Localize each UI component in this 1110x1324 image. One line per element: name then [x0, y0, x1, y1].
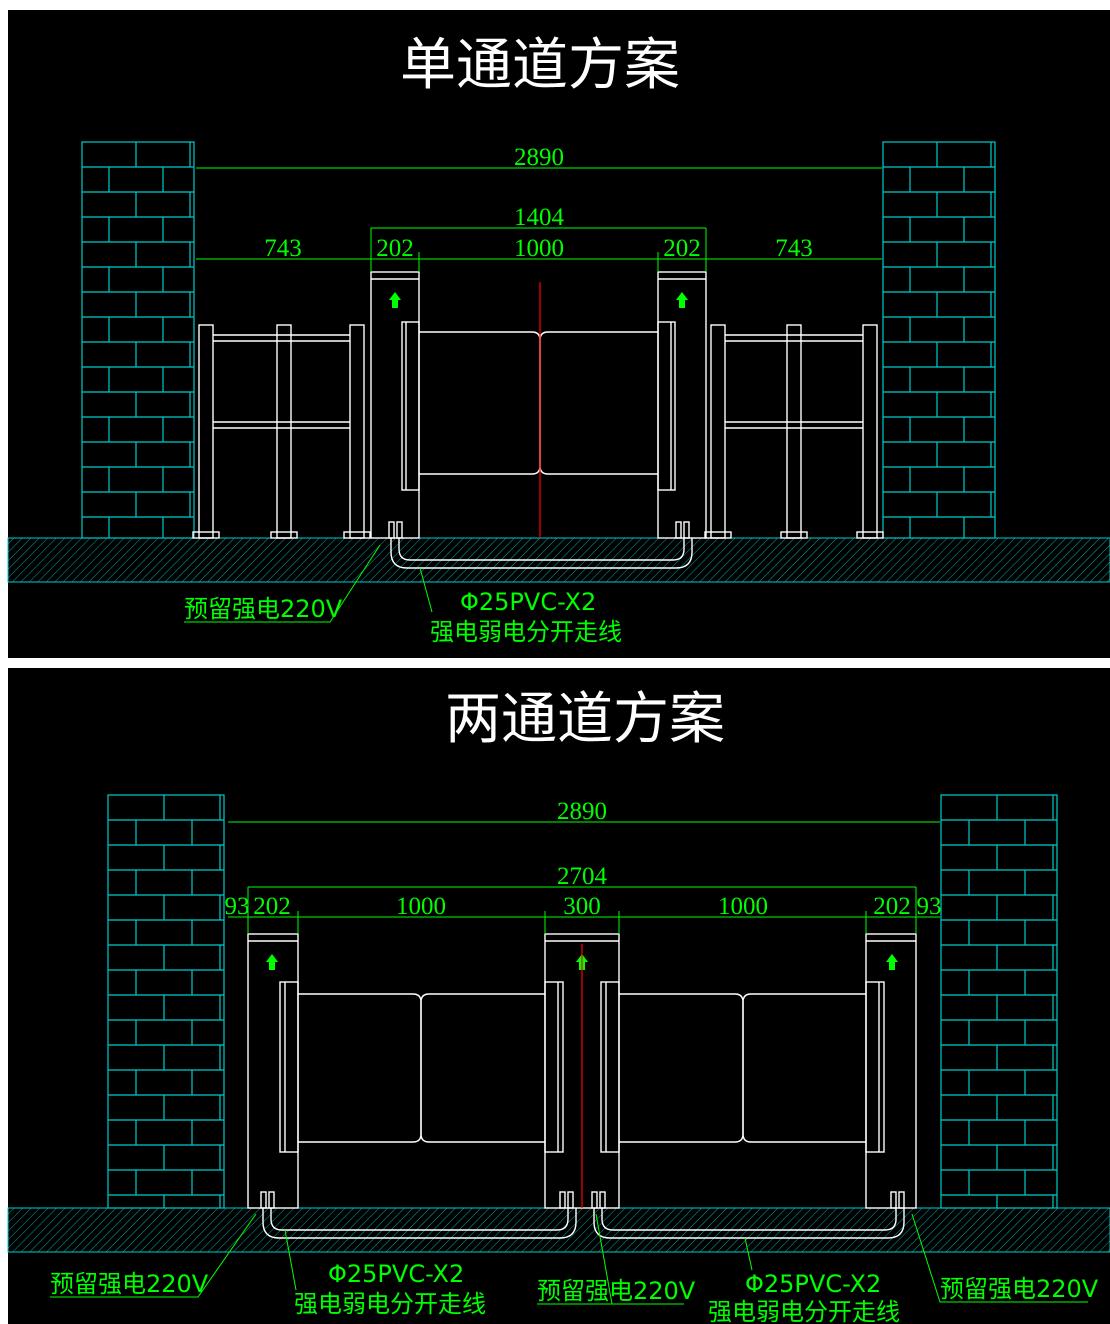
arrow-up-icon	[676, 292, 688, 308]
dim-left-post: 202	[253, 893, 291, 920]
brick-pillar-left	[81, 141, 195, 539]
conduit-pipe-left	[260, 1191, 577, 1239]
note-power-right: 预留强电220V	[940, 1275, 1099, 1303]
dimension-lines	[196, 167, 882, 272]
panel-2-title: 两通道方案	[445, 687, 725, 752]
note-power-mid: 预留强电220V	[537, 1277, 696, 1305]
brick-pillar-left	[107, 794, 225, 1209]
glass-wing-lane2-right	[742, 993, 866, 1143]
glass-wing-lane1-right	[420, 993, 545, 1143]
note-cable-right: 强电弱电分开走线	[708, 1298, 900, 1324]
note-conduit-left: Φ25PVC-X2	[328, 1260, 464, 1288]
leader-power-mid-drop	[595, 1213, 613, 1305]
railing-right	[704, 324, 884, 539]
dim-left-gap: 93	[225, 893, 250, 920]
leader-conduit-right	[744, 1237, 753, 1271]
dim-lane1-width: 1000	[396, 893, 446, 920]
dimension-lines	[228, 821, 940, 934]
conduit-pipe	[388, 521, 693, 569]
dim-left-gap: 743	[264, 235, 302, 262]
panel-single-lane: 单通道方案	[7, 33, 1110, 646]
note-cable: 强电弱电分开走线	[430, 618, 622, 646]
dim-right-gap: 93	[917, 893, 942, 920]
dim-overall-width: 2890	[557, 798, 607, 825]
note-power: 预留强电220V	[184, 595, 343, 623]
turnstile-cabinet-left	[370, 271, 420, 539]
arrow-up-icon	[389, 292, 401, 308]
turnstile-cabinet-right	[865, 933, 917, 1209]
dim-lane-width: 1000	[514, 235, 564, 262]
dim-right-gap: 743	[775, 235, 813, 262]
conduit-pipe-right	[591, 1191, 905, 1239]
arrow-up-icon	[266, 954, 278, 970]
dim-right-post: 202	[873, 893, 911, 920]
leader-conduit	[419, 567, 433, 613]
brick-pillar-right	[940, 794, 1058, 1209]
dim-span-width: 1404	[514, 204, 565, 231]
dim-overall-width: 2890	[514, 144, 564, 171]
leader-power-left	[50, 1213, 257, 1298]
arrow-up-icon	[886, 954, 898, 970]
note-cable-left: 强电弱电分开走线	[294, 1290, 486, 1318]
dim-mid-post: 300	[563, 893, 601, 920]
dim-left-post: 202	[376, 235, 414, 262]
note-conduit-right: Φ25PVC-X2	[745, 1270, 881, 1298]
note-conduit: Φ25PVC-X2	[460, 588, 596, 616]
dim-span-width: 2704	[557, 863, 608, 890]
turnstile-cabinet-right	[657, 271, 707, 539]
turnstile-cabinet-middle	[544, 933, 620, 1209]
dim-lane2-width: 1000	[718, 893, 768, 920]
panel-1-title: 单通道方案	[400, 33, 680, 98]
leader-conduit-left	[284, 1229, 297, 1291]
railing-left	[192, 324, 371, 539]
panel-double-lane: 两通道方案	[7, 687, 1110, 1324]
brick-pillar-right	[882, 141, 996, 539]
leader-power-right	[911, 1213, 1088, 1303]
leader-power	[184, 544, 381, 623]
dim-right-post: 202	[663, 235, 701, 262]
note-power-left: 预留强电220V	[50, 1270, 209, 1298]
